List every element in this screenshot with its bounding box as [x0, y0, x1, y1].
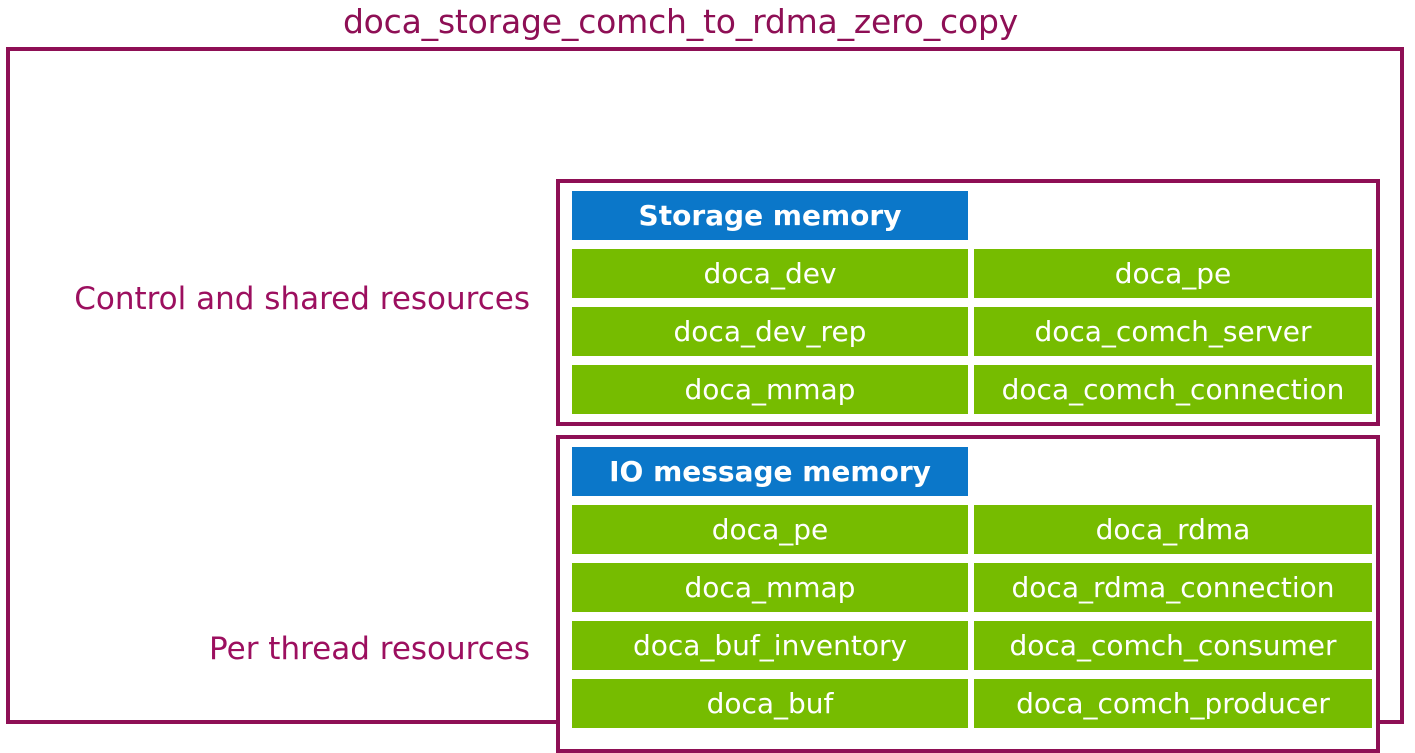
diagram-outer-frame: Control and shared resources Per thread …	[6, 47, 1404, 753]
section-label-per-thread-resources: Per thread resources	[209, 631, 530, 667]
page-title: doca_storage_comch_to_rdma_zero_copy	[342, 2, 1019, 41]
component-box-doca-pe[interactable]: doca_pe	[974, 249, 1372, 298]
component-box-doca-rdma[interactable]: doca_rdma	[974, 505, 1372, 554]
empty-slot	[974, 447, 1372, 496]
resource-row: doca_mmap doca_rdma_connection	[572, 563, 1372, 612]
resource-group-control-and-shared: Storage memory doca_dev doca_pe doca_dev…	[556, 179, 1380, 426]
component-box-doca-pe[interactable]: doca_pe	[572, 505, 968, 554]
resource-row: doca_mmap doca_comch_connection	[572, 365, 1372, 414]
resource-row: doca_buf_inventory doca_comch_consumer	[572, 621, 1372, 670]
resource-row: doca_pe doca_rdma	[572, 505, 1372, 554]
component-box-doca-rdma-connection[interactable]: doca_rdma_connection	[974, 563, 1372, 612]
component-box-doca-comch-connection[interactable]: doca_comch_connection	[974, 365, 1372, 414]
component-box-doca-mmap[interactable]: doca_mmap	[572, 563, 968, 612]
component-box-doca-comch-server[interactable]: doca_comch_server	[974, 307, 1372, 356]
resource-group-per-thread: IO message memory doca_pe doca_rdma doca…	[556, 435, 1380, 753]
component-box-doca-dev-rep[interactable]: doca_dev_rep	[572, 307, 968, 356]
resource-row: doca_dev doca_pe	[572, 249, 1372, 298]
component-box-doca-comch-consumer[interactable]: doca_comch_consumer	[974, 621, 1372, 670]
resource-row: Storage memory	[572, 191, 1366, 240]
resource-row: IO message memory	[572, 447, 1366, 496]
component-box-doca-buf-inventory[interactable]: doca_buf_inventory	[572, 621, 968, 670]
component-box-doca-mmap[interactable]: doca_mmap	[572, 365, 968, 414]
component-box-doca-dev[interactable]: doca_dev	[572, 249, 968, 298]
component-box-doca-comch-producer[interactable]: doca_comch_producer	[974, 679, 1372, 728]
resource-row: doca_dev_rep doca_comch_server	[572, 307, 1372, 356]
memory-header-storage-memory[interactable]: Storage memory	[572, 191, 968, 240]
section-label-control-and-shared-resources: Control and shared resources	[74, 281, 530, 317]
resource-row: doca_buf doca_comch_producer	[572, 679, 1372, 728]
empty-slot	[974, 191, 1372, 240]
component-box-doca-buf[interactable]: doca_buf	[572, 679, 968, 728]
memory-header-io-message-memory[interactable]: IO message memory	[572, 447, 968, 496]
